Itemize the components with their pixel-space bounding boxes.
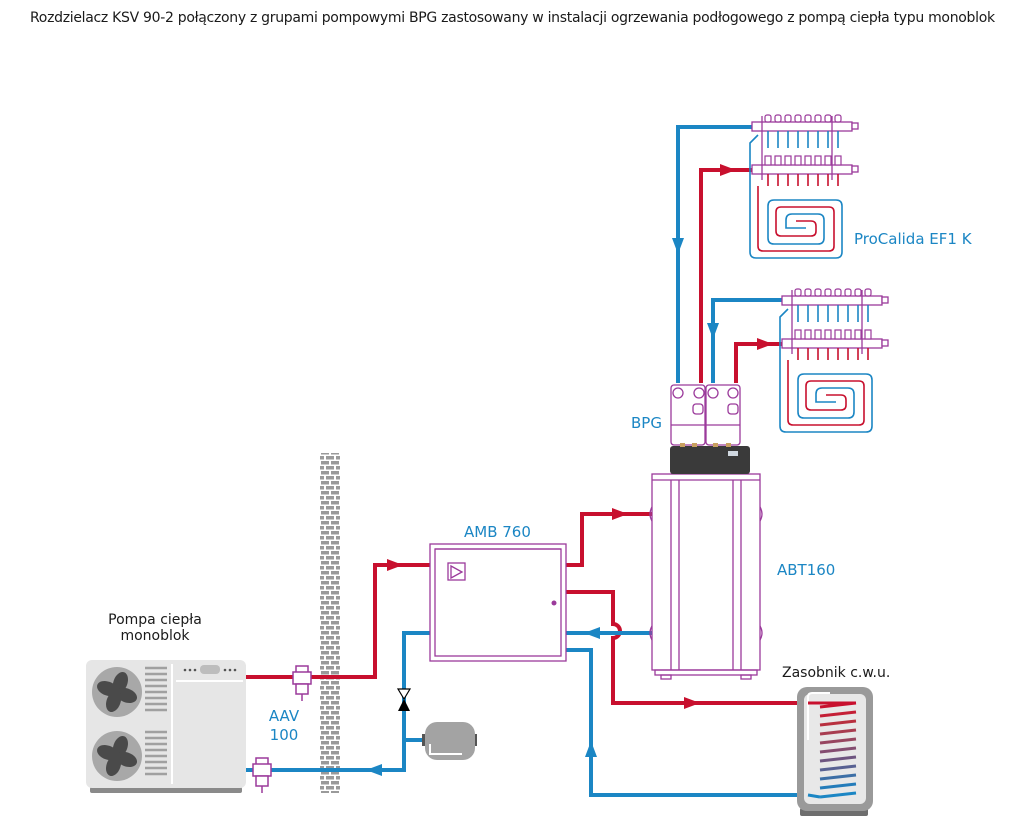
shutoff-valve-icon bbox=[396, 688, 412, 711]
bpg-pump-groups bbox=[670, 384, 750, 474]
manifold-1 bbox=[749, 114, 859, 259]
label-heat-pump-line2: monoblok bbox=[120, 628, 190, 644]
wall bbox=[320, 453, 340, 793]
manifold-2 bbox=[779, 288, 889, 433]
label-aav-line1: AAV bbox=[268, 707, 300, 725]
label-bpg: BPG bbox=[631, 414, 662, 432]
pipe-return-manifold2 bbox=[711, 298, 782, 383]
label-dhw-tank: Zasobnik c.w.u. bbox=[782, 665, 891, 681]
arrow-icon bbox=[707, 323, 719, 339]
pipe-return-dhw-to-amb bbox=[566, 648, 808, 797]
label-procalida: ProCalida EF1 K bbox=[854, 230, 972, 248]
diagram-title: Rozdzielacz KSV 90-2 połączony z grupami… bbox=[30, 10, 995, 26]
label-abt: ABT160 bbox=[777, 561, 836, 579]
label-aav-line2: 100 bbox=[269, 726, 299, 744]
aav-valve-return bbox=[252, 757, 272, 793]
amb-mixing-unit bbox=[429, 543, 567, 662]
expansion-vessel bbox=[404, 722, 477, 760]
aav-valve-supply bbox=[292, 665, 312, 701]
arrow-icon bbox=[584, 627, 600, 639]
label-heat-pump: Pompa ciepła monoblok bbox=[100, 612, 210, 644]
heat-pump-unit bbox=[86, 660, 246, 793]
pipe-supply-manifold1 bbox=[699, 168, 752, 383]
label-aav: AAV 100 bbox=[264, 707, 304, 745]
arrow-icon bbox=[366, 764, 382, 776]
arrow-icon bbox=[585, 741, 597, 757]
arrow-icon bbox=[684, 697, 700, 709]
pipe-return-manifold1 bbox=[676, 125, 752, 383]
pipe-supply-manifold2 bbox=[734, 342, 782, 383]
fan-icon bbox=[92, 731, 142, 781]
dhw-tank bbox=[797, 687, 873, 816]
pipe-supply-amb-to-abt bbox=[566, 512, 652, 567]
arrow-icon bbox=[720, 164, 736, 176]
label-amb: AMB 760 bbox=[464, 523, 531, 541]
floor-loop-icon bbox=[779, 308, 873, 433]
floor-loop-icon bbox=[749, 134, 843, 259]
arrow-icon bbox=[672, 238, 684, 254]
label-heat-pump-line1: Pompa ciepła bbox=[108, 612, 202, 628]
arrow-icon bbox=[612, 508, 628, 520]
abt-buffer-tank bbox=[649, 473, 763, 680]
arrow-icon bbox=[387, 559, 403, 571]
arrow-icon bbox=[757, 338, 773, 350]
fan-icon bbox=[92, 667, 142, 717]
